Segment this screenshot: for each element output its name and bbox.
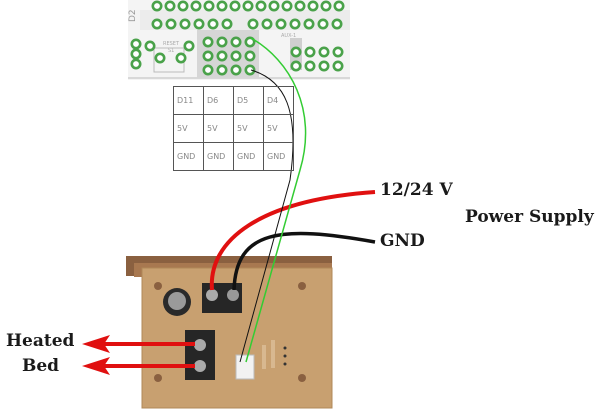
- header-pad: [179, 18, 191, 30]
- header-pad: [230, 36, 242, 48]
- header-pad: [130, 38, 142, 50]
- header-pad: [247, 18, 259, 30]
- header-pad: [221, 18, 233, 30]
- bed-terminal-block[interactable]: [185, 330, 215, 380]
- pin-cell: GND: [203, 142, 234, 171]
- header-pad: [290, 46, 302, 58]
- header-pad: [242, 0, 254, 12]
- header-pad: [216, 36, 228, 48]
- pin-cell: 5V: [233, 114, 264, 143]
- supply-voltage-label: 12/24 V: [380, 180, 453, 200]
- header-pad: [216, 0, 228, 12]
- header-pad: [304, 60, 316, 72]
- header-pad: [275, 18, 287, 30]
- header-pad: [332, 60, 344, 72]
- header-pad: [151, 18, 163, 30]
- pin-cell: 5V: [263, 114, 294, 143]
- signal-wire: [245, 37, 307, 363]
- ground-label: GND: [380, 231, 425, 251]
- header-pad: [294, 0, 306, 12]
- mosfet-board: [126, 256, 333, 409]
- header-pad: [229, 0, 241, 12]
- power-supply-label: Power Supply: [465, 207, 594, 227]
- heated-bed-label-line1: Heated: [6, 331, 75, 351]
- header-pad: [244, 64, 256, 76]
- header-pad: [202, 50, 214, 62]
- header-pad: [331, 18, 343, 30]
- pin-cell: D5: [233, 86, 264, 115]
- pin-cell: 5V: [203, 114, 234, 143]
- pin-cell: D6: [203, 86, 234, 115]
- arrow-head-icon: [82, 357, 110, 375]
- s1-label: S1: [168, 48, 174, 54]
- header-pad: [289, 18, 301, 30]
- header-pad: [304, 46, 316, 58]
- header-pad: [320, 0, 332, 12]
- header-pad: [261, 18, 273, 30]
- heated-bed-label-line2: Bed: [22, 356, 60, 376]
- header-pad: [203, 0, 215, 12]
- controller-board: D2 RESET S1 AUX-1: [128, 0, 350, 80]
- header-pad: [318, 60, 330, 72]
- header-pad: [202, 36, 214, 48]
- pin-cell: D11: [173, 86, 204, 115]
- header-pads: [130, 0, 345, 76]
- header-pad: [244, 50, 256, 62]
- d2-label: D2: [128, 9, 138, 22]
- header-pad: [244, 36, 256, 48]
- power-wire: [209, 190, 376, 291]
- header-pad: [268, 0, 280, 12]
- header-pad: [255, 0, 267, 12]
- header-pad: [216, 50, 228, 62]
- signal-connector[interactable]: [235, 354, 255, 380]
- header-pad: [177, 0, 189, 12]
- ground-wire: [232, 231, 376, 291]
- table-row: 5V 5V 5V 5V: [173, 114, 294, 143]
- pin-cell: GND: [233, 142, 264, 171]
- header-pad: [332, 46, 344, 58]
- table-row: GND GND GND GND: [173, 142, 294, 171]
- header-pad: [317, 18, 329, 30]
- header-pad: [207, 18, 219, 30]
- pin-cell: D4: [263, 86, 294, 115]
- table-row: D11 D6 D5 D4: [173, 86, 294, 115]
- header-pad: [130, 58, 142, 70]
- header-pad: [154, 52, 166, 64]
- pin-cell: GND: [173, 142, 204, 171]
- pin-cell: 5V: [173, 114, 204, 143]
- header-pad: [164, 0, 176, 12]
- reset-label: RESET: [163, 41, 180, 47]
- header-pad: [175, 52, 187, 64]
- header-pad: [193, 18, 205, 30]
- header-pad: [318, 46, 330, 58]
- header-pad: [290, 60, 302, 72]
- header-pad: [151, 0, 163, 12]
- pin-table: D11 D6 D5 D4 5V 5V 5V 5V GND GND GND GND: [173, 86, 294, 171]
- header-pad: [230, 64, 242, 76]
- header-pad: [144, 40, 156, 52]
- header-pad: [216, 64, 228, 76]
- header-pad: [303, 18, 315, 30]
- arrow-head-icon: [82, 335, 110, 353]
- header-pad: [165, 18, 177, 30]
- header-pad: [183, 40, 195, 52]
- header-pad: [307, 0, 319, 12]
- header-pad: [130, 48, 142, 60]
- header-pad: [333, 0, 345, 12]
- header-pad: [281, 0, 293, 12]
- aux1-label: AUX-1: [281, 33, 296, 39]
- pin-cell: GND: [263, 142, 294, 171]
- heated-bed-arrows: [82, 335, 195, 375]
- header-pad: [190, 0, 202, 12]
- header-pad: [230, 50, 242, 62]
- header-pad: [202, 64, 214, 76]
